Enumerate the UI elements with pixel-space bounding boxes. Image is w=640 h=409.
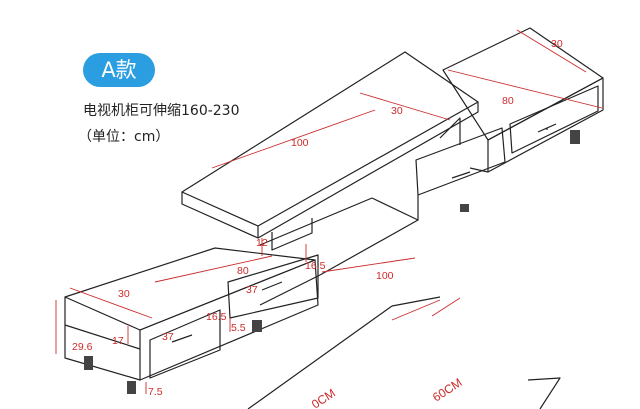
dim-riser-height: 12 [256,237,268,249]
dim-cabinet-height: 17 [112,335,124,347]
furniture-lines [64,27,604,409]
dim-left-width: 80 [237,265,249,277]
dim-shelf-gap: 5.5 [231,322,246,334]
dimension-lines [55,29,603,394]
dim-drawer-width-center: 37 [246,284,258,296]
dim-left-drawer-height: 16.5 [206,311,227,323]
dim-middle-width: 100 [376,270,394,282]
dim-total-height: 29.6 [72,341,93,353]
dim-drawer-width-left: 37 [162,331,174,343]
furniture-legs [84,130,580,394]
style-badge: A款 [83,53,155,87]
dim-right-depth: 30 [551,38,563,50]
floor-width-label: 60CM [430,375,464,404]
product-title: 电视机柜可伸缩160-230 [83,103,240,119]
dim-leg-height: 7.5 [148,386,163,398]
dim-mid-height: 16.5 [305,260,326,272]
unit-note: （单位：cm） [78,129,170,145]
dimension-labels: 30 80 30 100 30 80 12 16.5 100 37 16.5 5… [72,38,563,398]
dim-right-width: 80 [502,95,514,107]
dim-top-depth: 30 [391,105,403,117]
dim-left-depth: 30 [118,288,130,300]
dim-top-width: 100 [291,137,309,149]
floor-length-label: 0CM [309,386,338,409]
